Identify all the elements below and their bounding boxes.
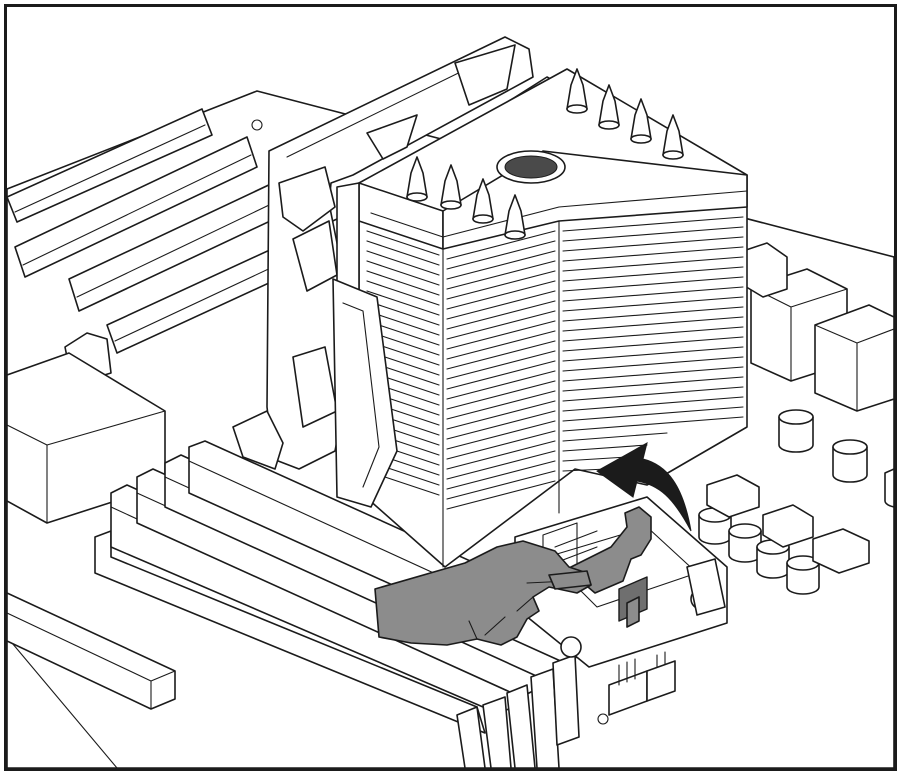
hand <box>374 540 592 646</box>
cooler-logo-badge <box>496 150 566 184</box>
lift-arrow <box>596 441 692 532</box>
cooler-install-diagram <box>7 36 894 768</box>
capacitors <box>698 409 894 595</box>
vrm-components <box>742 242 894 412</box>
retention-lever <box>542 506 652 628</box>
bottom-connectors <box>7 592 676 716</box>
illustration-frame <box>4 4 897 771</box>
heatpipe-tips <box>406 68 684 240</box>
